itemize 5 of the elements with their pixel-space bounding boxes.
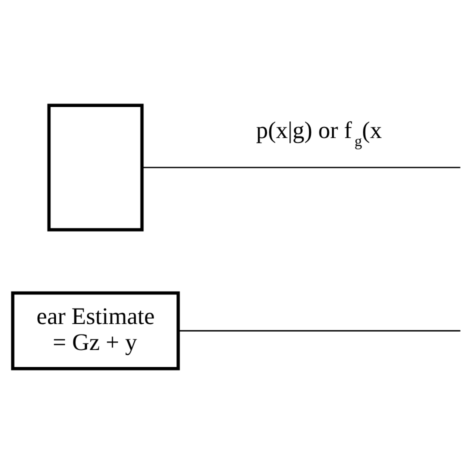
- node-box: ear Estimate = Gz + y: [11, 291, 180, 370]
- connector: [142, 166, 460, 168]
- edge-label: p(x|g) or f$_{g}$(x: [256, 118, 382, 150]
- connector: [178, 330, 460, 332]
- node-box: [47, 104, 144, 232]
